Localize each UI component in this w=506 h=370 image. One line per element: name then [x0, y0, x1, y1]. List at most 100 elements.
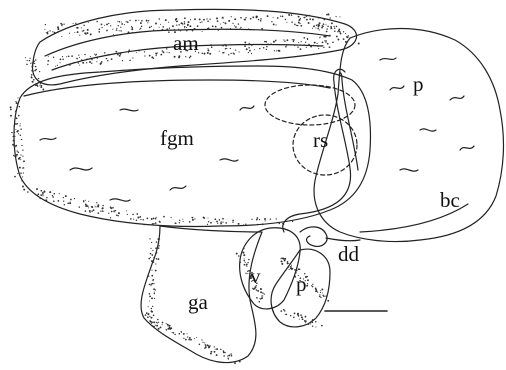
- stipple-dot: [264, 293, 265, 294]
- stipple-dot: [267, 15, 269, 17]
- stipple-dot: [154, 322, 155, 323]
- stipple-dot: [312, 286, 313, 287]
- stipple-dot: [68, 55, 70, 57]
- stipple-dot: [300, 314, 302, 316]
- stipple-dot: [322, 42, 324, 44]
- stipple-dot: [358, 43, 360, 45]
- stipple-dot: [340, 33, 342, 35]
- stipple-dot: [235, 26, 237, 28]
- fgm-detail: [240, 106, 254, 110]
- stipple-dot: [116, 28, 117, 29]
- stipple-dot: [160, 24, 161, 25]
- stipple-dot: [141, 26, 143, 28]
- stipple-dot: [194, 338, 195, 339]
- stipple-dot: [293, 41, 294, 42]
- stipple-dot: [154, 293, 155, 294]
- stipple-dot: [57, 26, 59, 28]
- stipple-dot: [343, 38, 345, 40]
- stipple-dot: [196, 337, 197, 338]
- stipple-dot: [306, 15, 308, 17]
- stipple-dot: [85, 204, 87, 206]
- stipple-dot: [328, 14, 329, 15]
- stipple-dot: [273, 41, 275, 43]
- stipple-dot: [320, 37, 321, 38]
- stipple-dot: [17, 150, 18, 151]
- stipple-dot: [144, 55, 145, 56]
- stipple-dot: [228, 54, 229, 55]
- stipple-dot: [40, 190, 42, 192]
- stipple-dot: [168, 326, 169, 327]
- stipple-dot: [287, 261, 289, 263]
- stipple-dot: [16, 154, 18, 156]
- stipple-dot: [70, 199, 72, 201]
- stipple-dot: [208, 221, 209, 222]
- stipple-dot: [276, 24, 277, 25]
- stipple-dot: [178, 24, 179, 25]
- stipple-dot: [57, 31, 59, 33]
- stipple-dot: [223, 52, 224, 53]
- stipple-dot: [158, 328, 160, 330]
- stipple-dot: [245, 224, 246, 225]
- stipple-dot: [284, 221, 285, 222]
- stipple-dot: [321, 325, 323, 327]
- stipple-dot: [225, 352, 226, 353]
- stipple-dot: [319, 294, 320, 295]
- stipple-dot: [155, 289, 156, 290]
- stipple-dot: [254, 286, 256, 288]
- stipple-dot: [318, 17, 319, 18]
- stipple-dot: [247, 273, 248, 274]
- stipple-dot: [148, 306, 149, 307]
- stipple-dot: [154, 292, 155, 293]
- stipple-dot: [168, 31, 170, 33]
- stipple-dot: [308, 44, 310, 46]
- stipple-dot: [208, 27, 209, 28]
- stipple-dot: [243, 224, 244, 225]
- stipple-dot: [94, 54, 95, 55]
- stipple-dot: [297, 25, 298, 26]
- stipple-dot: [186, 27, 187, 28]
- stipple-dot: [75, 23, 76, 24]
- stipple-dot: [16, 102, 18, 104]
- stipple-dot: [131, 32, 133, 34]
- stipple-dot: [119, 55, 121, 57]
- stipple-dot: [207, 28, 208, 29]
- stipple-dot: [153, 283, 154, 284]
- stipple-dot: [300, 23, 301, 24]
- stipple-dot: [306, 47, 307, 48]
- stipple-dot: [121, 23, 123, 25]
- stipple-dot: [317, 291, 318, 292]
- stipple-dot: [162, 322, 164, 324]
- stipple-dot: [317, 28, 319, 30]
- stipple-dot: [166, 329, 168, 331]
- stipple-dot: [49, 30, 50, 31]
- stipple-dot: [85, 200, 86, 201]
- stipple-dot: [235, 49, 236, 50]
- stipple-dot: [149, 55, 151, 57]
- stipple-dot: [298, 42, 299, 43]
- stipple-dot: [31, 63, 32, 64]
- stipple-dot: [315, 326, 316, 327]
- stipple-dot: [61, 36, 62, 37]
- prostate-detail: [390, 86, 404, 90]
- stipple-dot: [326, 14, 328, 16]
- stipple-dot: [54, 32, 56, 34]
- stipple-dot: [279, 223, 280, 224]
- stipple-dot: [275, 40, 277, 42]
- stipple-dot: [315, 290, 317, 292]
- stipple-dot: [19, 106, 21, 108]
- stipple-dot: [300, 48, 302, 50]
- stipple-dot: [67, 202, 69, 204]
- stipple-dot: [199, 344, 201, 346]
- stipple-dot: [152, 322, 153, 323]
- stipple-dot: [244, 41, 246, 43]
- stipple-dot: [102, 205, 103, 206]
- stipple-dot: [163, 51, 165, 53]
- stipple-dot: [185, 339, 187, 341]
- stipple-dot: [32, 64, 33, 65]
- stipple-dot: [309, 15, 310, 16]
- stipple-dot: [334, 27, 335, 28]
- stipple-dot: [162, 26, 164, 28]
- stipple-dot: [49, 191, 51, 193]
- stipple-dot: [248, 44, 249, 45]
- stipple-dot: [208, 347, 209, 348]
